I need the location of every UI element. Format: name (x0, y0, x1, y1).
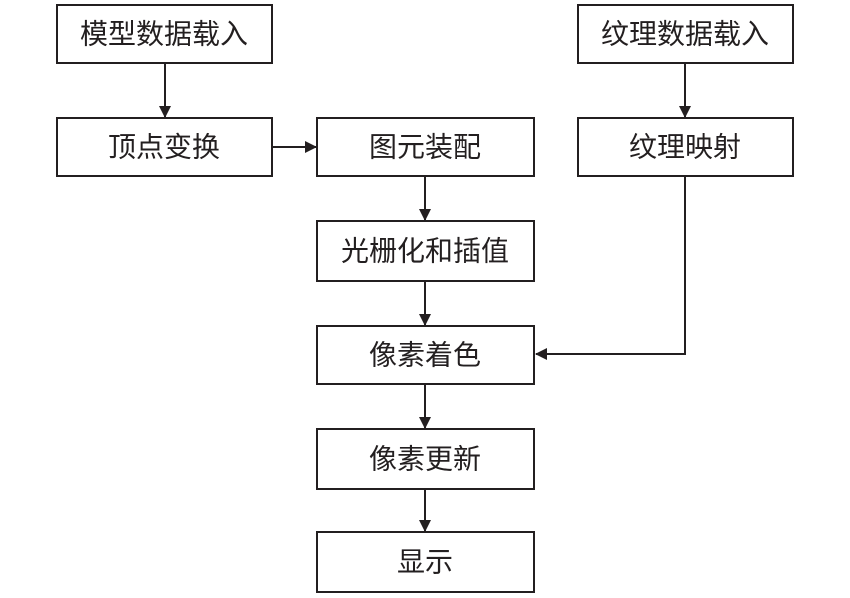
node-pixel-update: 像素更新 (316, 428, 535, 490)
node-pixel-shading-box (316, 325, 535, 385)
edges (159, 63, 691, 532)
node-texture-load: 纹理数据载入 (577, 4, 794, 64)
node-display: 显示 (316, 531, 535, 593)
node-rasterize-interpolate: 光栅化和插值 (316, 220, 535, 282)
node-model-load-label: 模型数据载入 (80, 18, 248, 51)
node-model-load-box (56, 4, 273, 64)
node-pixel-update-label: 像素更新 (369, 443, 481, 476)
node-pixel-update-box (316, 428, 535, 490)
node-pixel-shading-label: 像素着色 (369, 339, 481, 372)
node-rasterize-interpolate-label: 光栅化和插值 (341, 235, 509, 268)
node-primitive-assembly-label: 图元装配 (369, 131, 481, 164)
node-vertex-transform: 顶点变换 (56, 117, 273, 177)
node-primitive-assembly-box (316, 117, 535, 177)
node-display-label: 显示 (397, 546, 453, 579)
node-texture-mapping-box (577, 117, 794, 177)
node-texture-mapping-label: 纹理映射 (629, 131, 741, 164)
node-display-box (316, 531, 535, 593)
edge-texture-mapping-to-pixel-shading (535, 176, 686, 360)
node-model-load: 模型数据载入 (56, 4, 273, 64)
node-vertex-transform-label: 顶点变换 (108, 131, 220, 164)
node-texture-load-label: 纹理数据载入 (601, 18, 769, 51)
node-vertex-transform-box (56, 117, 273, 177)
node-texture-mapping: 纹理映射 (577, 117, 794, 177)
node-texture-load-box (577, 4, 794, 64)
node-pixel-shading: 像素着色 (316, 325, 535, 385)
node-rasterize-interpolate-box (316, 220, 535, 282)
node-primitive-assembly: 图元装配 (316, 117, 535, 177)
